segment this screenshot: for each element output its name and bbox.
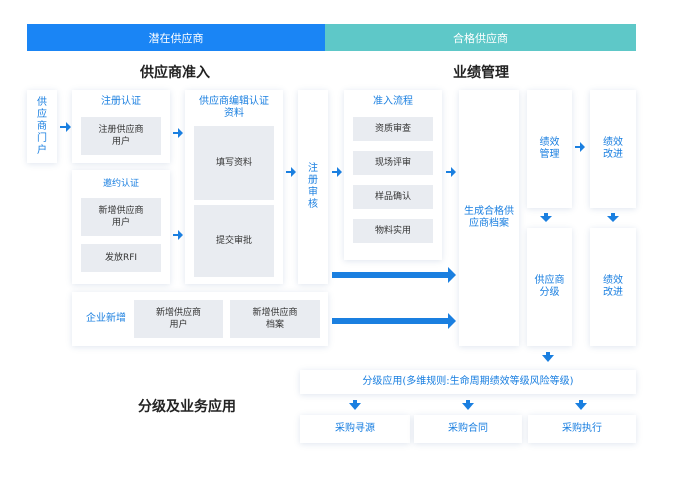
submit-approval-label: 提交审批 [215, 236, 252, 246]
material-trial-label: 物料实用 [374, 226, 411, 236]
register-supplier-user: 注册供应商用户 [81, 117, 161, 155]
perf-improve-bottom-box: 绩效改进 [590, 228, 636, 346]
supplier-portal-label: 供应商门户 [37, 96, 47, 156]
perf-manage-box: 绩效管理 [527, 90, 572, 208]
admission-flow-box: 准入流程 资质审查 现场评审 样品确认 物料实用 [344, 90, 442, 260]
arrow-down-icon [607, 213, 619, 222]
section-title-admission: 供应商准入 [140, 65, 210, 81]
enterprise-new-supplier-user: 新增供应商用户 [134, 300, 223, 338]
enterprise-new-supplier-archive-label: 新增供应商档案 [252, 308, 298, 330]
enterprise-add-box: 企业新增 新增供应商用户 新增供应商档案 [72, 292, 328, 346]
enterprise-new-supplier-user-label: 新增供应商用户 [155, 308, 201, 330]
onsite-review: 现场评审 [353, 151, 433, 175]
arrow-right-icon [173, 128, 183, 138]
material-trial: 物料实用 [353, 219, 433, 243]
perf-improve-bottom-label: 绩效改进 [603, 275, 623, 298]
edit-auth-title-label: 供应商编辑认证资料 [199, 96, 269, 119]
generate-archive-box: 生成合格供应商档案 [459, 90, 519, 346]
arrow-down-icon [575, 400, 587, 410]
header-potential-supplier: 潜在供应商 [27, 24, 325, 51]
app-contract-box: 采购合同 [414, 415, 522, 443]
grading-application-label: 分级应用(多维规则:生命周期绩效等级风险等级) [362, 376, 574, 387]
invite-auth-title: 邀约认证 [102, 179, 139, 189]
perf-improve-top-label: 绩效改进 [603, 137, 623, 160]
section-title-performance: 业绩管理 [453, 65, 509, 81]
qualification-review: 资质审查 [353, 117, 433, 141]
fill-materials: 填写资料 [194, 126, 274, 200]
perf-manage-label: 绩效管理 [539, 137, 560, 160]
perf-improve-top-box: 绩效改进 [590, 90, 636, 208]
register-review-box: 注册审核 [298, 90, 328, 284]
edit-auth-title: 供应商编辑认证资料 [199, 96, 269, 120]
grading-application-bar: 分级应用(多维规则:生命周期绩效等级风险等级) [300, 370, 636, 394]
arrow-right-icon [60, 122, 71, 132]
onsite-review-label: 现场评审 [374, 158, 411, 168]
register-auth-title: 注册认证 [101, 96, 141, 107]
submit-approval: 提交审批 [194, 205, 274, 277]
app-contract-label: 采购合同 [448, 423, 488, 434]
issue-rfi: 发放RFI [81, 244, 161, 272]
invite-auth-box: 邀约认证 新增供应商用户 发放RFI [72, 170, 170, 284]
header-qualified-label: 合格供应商 [453, 31, 508, 45]
app-execution-label: 采购执行 [562, 423, 602, 434]
register-review-label: 注册审核 [308, 163, 318, 210]
app-sourcing-label: 采购寻源 [335, 423, 375, 434]
new-supplier-user-label: 新增供应商用户 [98, 206, 144, 228]
arrow-down-icon [462, 400, 474, 410]
generate-archive-label: 生成合格供应商档案 [464, 206, 514, 229]
admission-flow-title: 准入流程 [373, 96, 413, 107]
register-auth-box: 注册认证 注册供应商用户 [72, 90, 170, 163]
supplier-portal-box: 供应商门户 [27, 90, 57, 163]
new-supplier-user: 新增供应商用户 [81, 198, 161, 236]
arrow-right-icon [286, 167, 296, 177]
header-qualified-supplier: 合格供应商 [325, 24, 636, 51]
supplier-grading-label: 供应商分级 [534, 275, 565, 298]
sample-confirm-label: 样品确认 [374, 192, 411, 202]
arrow-right-icon [173, 230, 183, 240]
header-potential-label: 潜在供应商 [148, 31, 204, 45]
app-sourcing-box: 采购寻源 [300, 415, 410, 443]
fill-materials-label: 填写资料 [215, 158, 252, 168]
sample-confirm: 样品确认 [353, 185, 433, 209]
arrow-down-icon [540, 213, 552, 222]
arrow-down-icon [542, 352, 554, 362]
qualification-review-label: 资质审查 [374, 124, 411, 134]
enterprise-add-title: 企业新增 [86, 313, 126, 324]
supplier-grading-box: 供应商分级 [527, 228, 572, 346]
long-arrow-right-icon [332, 267, 456, 283]
issue-rfi-label: 发放RFI [104, 253, 138, 263]
section-title-grading-app: 分级及业务应用 [138, 399, 236, 415]
long-arrow-right-icon [332, 313, 456, 329]
app-execution-box: 采购执行 [528, 415, 636, 443]
edit-auth-box: 供应商编辑认证资料 填写资料 提交审批 [185, 90, 283, 284]
register-supplier-user-label: 注册供应商用户 [98, 125, 144, 147]
enterprise-new-supplier-archive: 新增供应商档案 [230, 300, 320, 338]
arrow-down-icon [349, 400, 361, 410]
arrow-right-icon [446, 167, 456, 177]
arrow-right-icon [332, 167, 342, 177]
arrow-right-icon [575, 142, 585, 152]
